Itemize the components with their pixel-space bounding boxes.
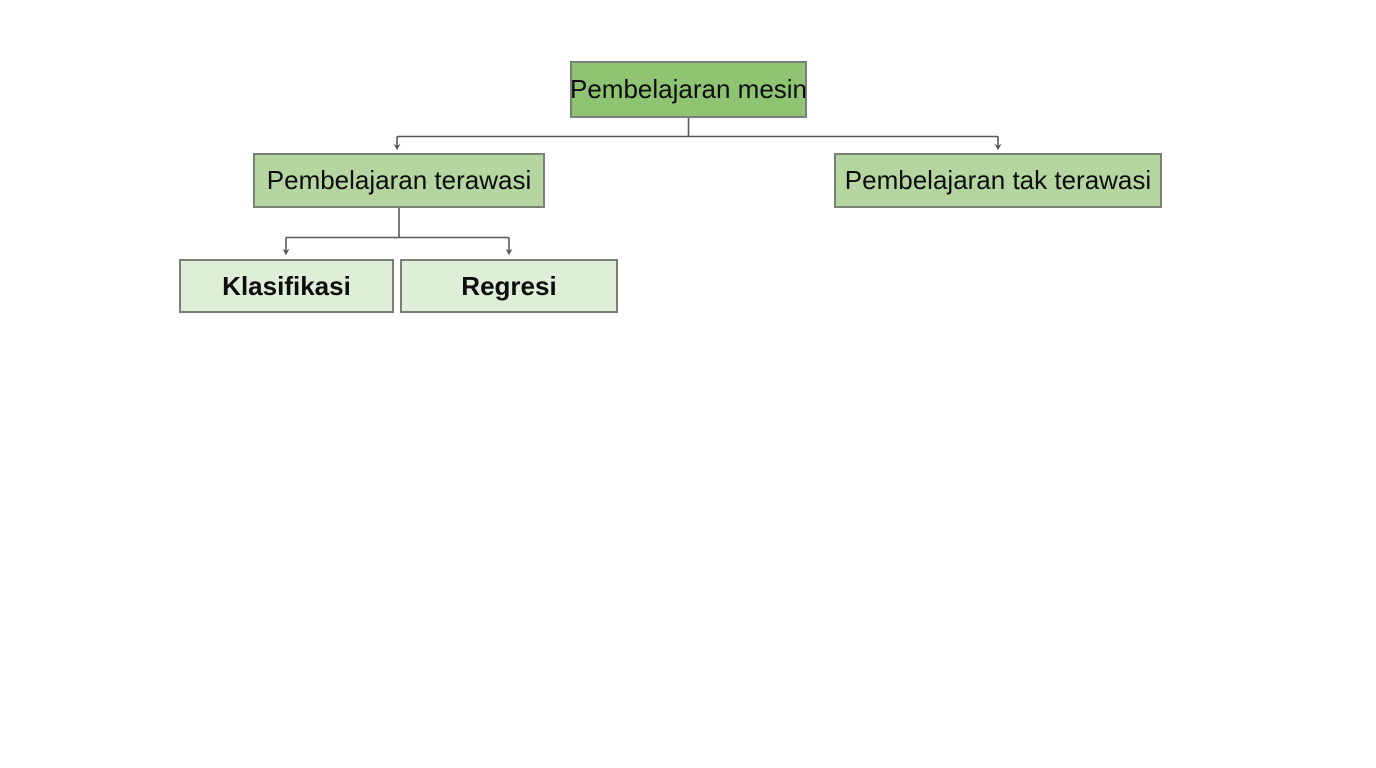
node-label: Klasifikasi (222, 270, 351, 301)
node-pembelajaran-terawasi[interactable]: Pembelajaran terawasi (253, 153, 545, 208)
node-pembelajaran-tak-terawasi[interactable]: Pembelajaran tak terawasi (834, 153, 1162, 208)
node-regresi[interactable]: Regresi (400, 259, 618, 313)
edge-supervised-to-leaves (282, 208, 513, 256)
edge-root-to-branches (393, 118, 1002, 151)
node-label: Pembelajaran mesin (570, 74, 808, 105)
node-klasifikasi[interactable]: Klasifikasi (179, 259, 394, 313)
node-label: Pembelajaran terawasi (266, 165, 532, 196)
node-label: Pembelajaran tak terawasi (844, 165, 1152, 196)
node-pembelajaran-mesin[interactable]: Pembelajaran mesin (570, 61, 807, 118)
node-label: Regresi (461, 270, 557, 301)
